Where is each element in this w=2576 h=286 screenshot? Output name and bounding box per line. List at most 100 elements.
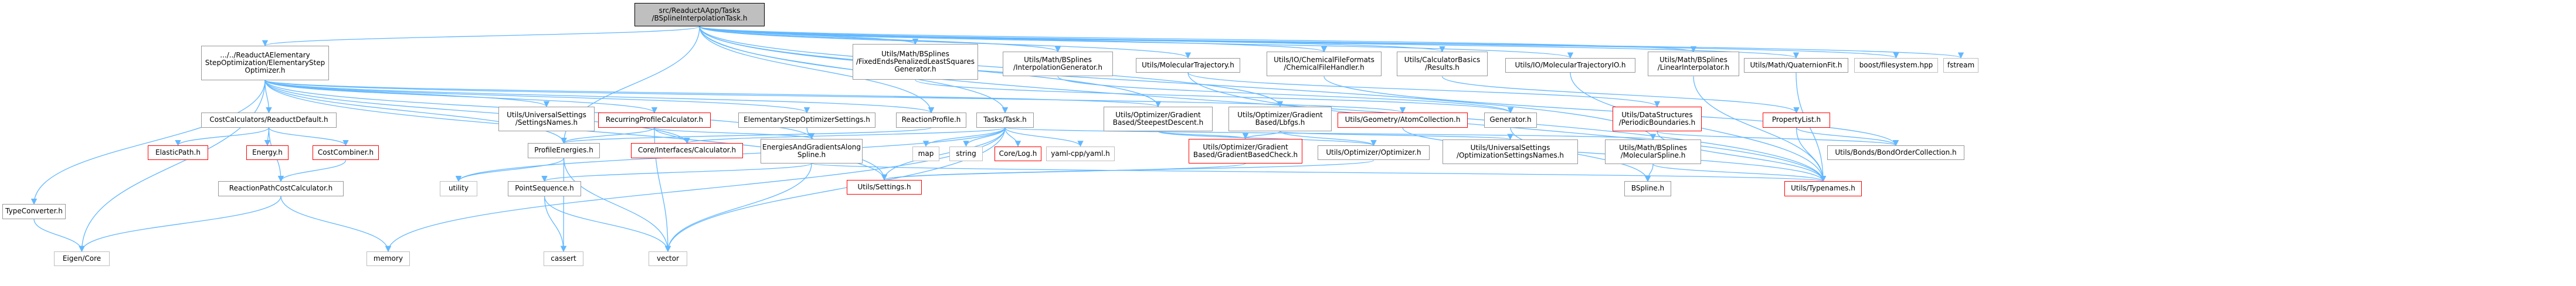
node-bspline[interactable]: BSpline.h xyxy=(1624,181,1671,196)
node-lin-interp[interactable]: Utils/Math/BSplines /LinearInterpolator.… xyxy=(1648,52,1739,77)
edge-reactionProfile-to-profileEnergies xyxy=(561,127,932,144)
node-optimizer[interactable]: Utils/Optimizer/Optimizer.h xyxy=(1318,145,1430,161)
edge-task-to-vector xyxy=(664,127,1006,253)
node-data-struct[interactable]: Utils/DataStructures /PeriodicBoundaries… xyxy=(1613,107,1702,131)
node-atom-coll[interactable]: Utils/Geometry/AtomCollection.h xyxy=(1338,113,1468,128)
edge-elemStep-to-typeConverter xyxy=(30,80,266,205)
edge-task-to-molSpline xyxy=(1004,127,1656,140)
node-prop-list[interactable]: PropertyList.h xyxy=(1763,113,1830,128)
edge-recurring-to-profileEnergies xyxy=(561,127,655,144)
node-utility[interactable]: utility xyxy=(440,181,477,196)
edge-root-to-molTrajIO xyxy=(699,26,1573,59)
node-string[interactable]: string xyxy=(949,146,983,161)
node-energies-grad[interactable]: EnergiesAndGradientsAlong Spline.h xyxy=(761,138,863,164)
edge-task-to-map xyxy=(922,127,1006,147)
edge-costCombiner-to-reactionPathCost xyxy=(277,160,347,182)
edge-costDefault-to-elasticPath xyxy=(175,127,270,147)
edge-gradCheck-to-utilsSettings xyxy=(881,162,1246,181)
node-elem-step[interactable]: .../../ReaductAElementary StepOptimizati… xyxy=(201,46,329,80)
node-mol-traj-i-o[interactable]: Utils/IO/MolecularTrajectoryIO.h xyxy=(1505,57,1635,73)
node-core-log[interactable]: Core/Log.h xyxy=(995,146,1041,161)
edge-elemStep-to-eigenCore xyxy=(79,80,266,253)
edge-profileEnergies-to-utility xyxy=(455,158,565,182)
edge-calcBasics-to-propList xyxy=(1441,76,1800,114)
node-memory[interactable]: memory xyxy=(366,251,410,267)
node-cassert[interactable]: cassert xyxy=(544,251,583,267)
node-profile-energies[interactable]: ProfileEnergies.h xyxy=(528,143,600,158)
edge-costDefault-to-costCombiner xyxy=(268,127,349,147)
edge-elemStep-to-reactionProfile xyxy=(264,80,934,114)
edge-root-to-interpGen xyxy=(699,26,1061,53)
node-rigid-b-spline[interactable]: Utils/Math/BSplines /FixedEndsPenalizedL… xyxy=(853,44,978,80)
edge-root-to-chemFile xyxy=(699,26,1327,53)
node-utils-settings[interactable]: Utils/Settings.h xyxy=(847,179,922,195)
node-univ-opt-settings[interactable]: Utils/UniversalSettings /OptimizationSet… xyxy=(1443,139,1578,164)
node-cost-default[interactable]: CostCalculators/ReaductDefault.h xyxy=(201,113,337,128)
edge-steepest-to-optimizer xyxy=(1158,131,1377,147)
node-mol-traj[interactable]: Utils/MolecularTrajectory.h xyxy=(1136,57,1240,73)
edge-root-to-molSpline xyxy=(699,26,1657,140)
edge-lbfgs-to-optimizer xyxy=(1279,131,1377,147)
node-cost-combiner[interactable]: CostCombiner.h xyxy=(313,145,379,161)
node-typenames[interactable]: Utils/Typenames.h xyxy=(1784,181,1862,196)
node-steepest[interactable]: Utils/Optimizer/Gradient Based/SteepestD… xyxy=(1104,107,1213,131)
edge-rigidBSpline-to-generator xyxy=(915,79,1513,114)
edge-molSpline-to-typenames xyxy=(1652,164,1827,182)
node-elem-step-settings[interactable]: ElementaryStepOptimizerSettings.h xyxy=(738,113,875,128)
edge-elemStep-to-univSettings xyxy=(264,80,550,108)
node-reaction-profile[interactable]: ReactionProfile.h xyxy=(896,113,966,128)
edge-elemStep-to-coreCalc xyxy=(264,80,690,144)
edge-root-to-lbfgs xyxy=(699,26,1284,108)
node-map[interactable]: map xyxy=(912,146,939,161)
edge-root-to-molTraj xyxy=(699,26,1191,59)
edge-elemStep-to-profileEnergies xyxy=(264,80,567,144)
node-yaml[interactable]: yaml-cpp/yaml.h xyxy=(1046,146,1115,161)
edge-elemStep-to-recurring xyxy=(264,80,657,114)
edge-energiesGrad-to-pointSeq xyxy=(541,162,812,182)
node-task[interactable]: Tasks/Task.h xyxy=(976,113,1034,128)
edge-task-to-coreLog xyxy=(1004,127,1021,147)
edge-lbfgs-to-univOptSettings xyxy=(1279,131,1513,140)
node-grad-check[interactable]: Utils/Optimizer/Gradient Based/GradientB… xyxy=(1189,138,1302,164)
edge-interpGen-to-generator xyxy=(1057,76,1513,114)
node-univ-settings[interactable]: Utils/UniversalSettings /SettingsNames.h xyxy=(498,107,595,131)
edge-elemStep-to-elemStepSettings xyxy=(264,80,810,114)
edge-elemStep-to-atomColl xyxy=(264,80,1406,114)
node-quat-fit[interactable]: Utils/Math/QuaternionFit.h xyxy=(1744,57,1848,73)
node-type-converter[interactable]: TypeConverter.h xyxy=(2,204,66,219)
node-eigen-core[interactable]: Eigen/Core xyxy=(54,251,110,267)
edge-profileEnergies-to-vector xyxy=(563,158,671,253)
edge-typeConverter-to-eigenCore xyxy=(33,219,85,253)
edge-pointSeq-to-cassert xyxy=(544,196,567,253)
node-chem-file[interactable]: Utils/IO/ChemicalFileFormats /ChemicalFi… xyxy=(1267,52,1382,77)
node-boost-fs[interactable]: boost/filesystem.hpp xyxy=(1854,57,1938,73)
edge-task-to-string xyxy=(963,127,1006,147)
node-core-calc[interactable]: Core/Interfaces/Calculator.h xyxy=(631,143,743,158)
node-calc-basics[interactable]: Utils/CalculatorBasics /Results.h xyxy=(1397,52,1488,77)
edge-task-to-coreCalc xyxy=(684,127,1006,144)
edge-reactionPathCost-to-eigenCore xyxy=(79,196,281,253)
edge-dataStruct-to-bondOrder xyxy=(1657,131,1899,147)
node-bond-order[interactable]: Utils/Bonds/BondOrderCollection.h xyxy=(1827,145,1964,161)
edge-task-to-yaml xyxy=(1004,127,1084,147)
node-point-seq[interactable]: PointSequence.h xyxy=(508,181,581,196)
node-generator[interactable]: Generator.h xyxy=(1484,113,1537,128)
node-reaction-path-cost[interactable]: ReactionPathCostCalculator.h xyxy=(218,181,344,196)
edge-molTraj-to-dataStruct xyxy=(1187,72,1660,108)
edge-lbfgs-to-gradCheck xyxy=(1242,131,1281,139)
edge-propList-to-bondOrder xyxy=(1796,127,1899,147)
node-lbfgs[interactable]: Utils/Optimizer/Gradient Based/Lbfgs.h xyxy=(1228,107,1332,131)
node-energy[interactable]: Energy.h xyxy=(246,145,289,161)
node-fstream[interactable]: fstream xyxy=(1943,57,1978,73)
node-recurring[interactable]: RecurringProfileCalculator.h xyxy=(598,113,711,128)
node-elastic-path[interactable]: ElasticPath.h xyxy=(148,145,208,161)
edge-energiesGrad-to-typenames xyxy=(811,162,1826,182)
edge-pointSeq-to-vector xyxy=(544,196,671,253)
node-vector[interactable]: vector xyxy=(649,251,687,267)
edge-root-to-fstream xyxy=(699,26,1964,59)
node-interp-gen[interactable]: Utils/Math/BSplines /InterpolationGenera… xyxy=(1003,52,1113,77)
edge-root-to-elemStep xyxy=(262,26,700,47)
edge-linInterp-to-typenames xyxy=(1693,76,1827,182)
node-mol-spline[interactable]: Utils/Math/BSplines /MolecularSpline.h xyxy=(1605,139,1701,164)
